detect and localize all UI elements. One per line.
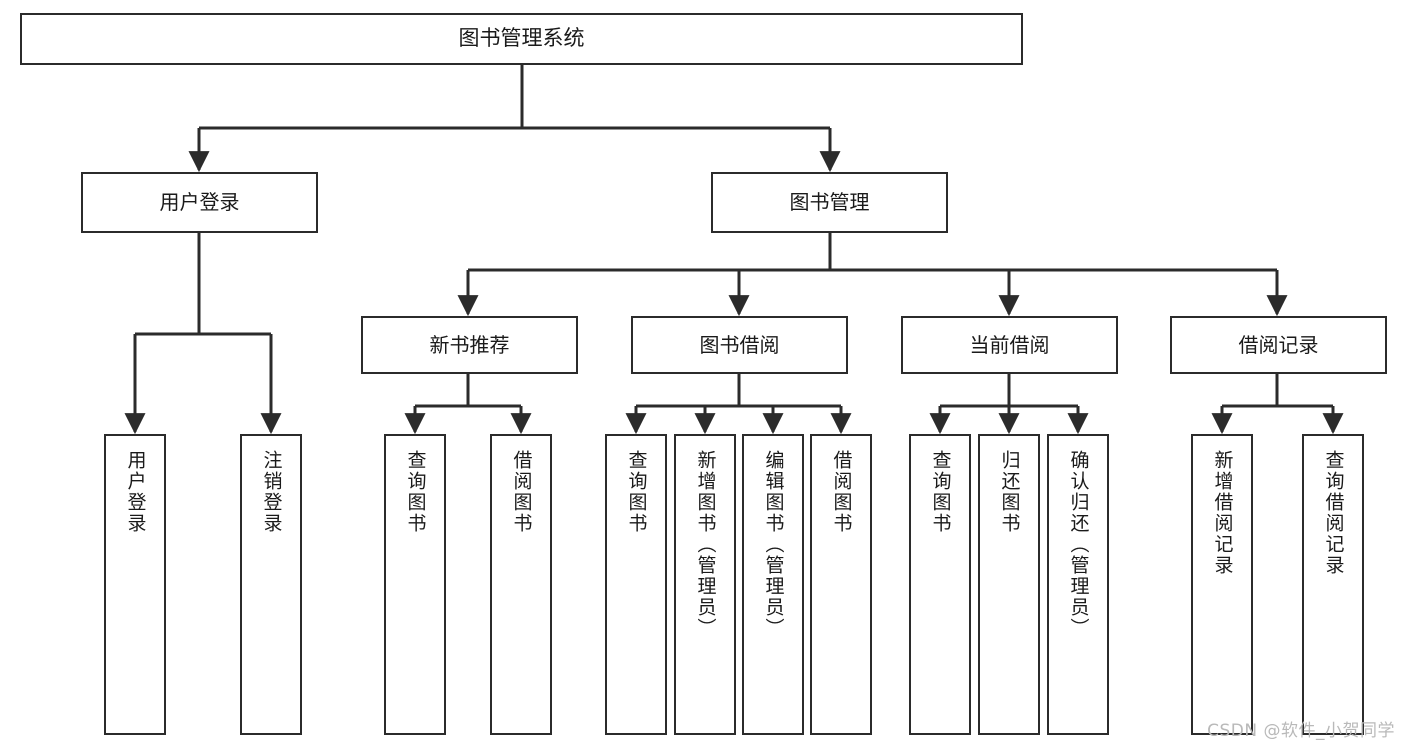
node-new-book-recommend[interactable]: 新书推荐	[361, 316, 578, 374]
node-label: 图书借阅	[699, 332, 780, 357]
node-root-book-management-system[interactable]: 图书管理系统	[20, 13, 1023, 65]
leaf-book-borrow-add-book-admin[interactable]: 新增图书（管理员）	[674, 434, 736, 735]
node-label: 确认归还（管理员）	[1067, 450, 1090, 639]
leaf-borrow-record-add-record[interactable]: 新增借阅记录	[1191, 434, 1253, 735]
leaf-book-borrow-borrow-book[interactable]: 借阅图书	[810, 434, 872, 735]
leaf-new-book-query-book[interactable]: 查询图书	[384, 434, 446, 735]
leaf-user-login-logout[interactable]: 注销登录	[240, 434, 302, 735]
node-label: 图书管理	[789, 190, 870, 215]
leaf-current-borrow-query-book[interactable]: 查询图书	[909, 434, 971, 735]
node-label: 编辑图书（管理员）	[762, 450, 785, 639]
node-label: 新书推荐	[429, 332, 510, 357]
node-label: 借阅记录	[1238, 332, 1319, 357]
node-book-borrow[interactable]: 图书借阅	[631, 316, 848, 374]
node-user-login[interactable]: 用户登录	[81, 172, 318, 233]
node-label: 用户登录	[124, 450, 147, 534]
leaf-borrow-record-query-record[interactable]: 查询借阅记录	[1302, 434, 1364, 735]
leaf-current-borrow-return-book[interactable]: 归还图书	[978, 434, 1040, 735]
node-current-borrow[interactable]: 当前借阅	[901, 316, 1118, 374]
node-label: 查询借阅记录	[1322, 450, 1345, 576]
node-label: 新增图书（管理员）	[694, 450, 717, 639]
leaf-book-borrow-edit-book-admin[interactable]: 编辑图书（管理员）	[742, 434, 804, 735]
node-borrow-record[interactable]: 借阅记录	[1170, 316, 1387, 374]
node-label: 借阅图书	[510, 450, 533, 534]
node-label: 查询图书	[625, 450, 648, 534]
leaf-new-book-borrow-book[interactable]: 借阅图书	[490, 434, 552, 735]
node-label: 归还图书	[998, 450, 1021, 534]
node-label: 用户登录	[159, 190, 240, 215]
node-label: 借阅图书	[830, 450, 853, 534]
csdn-watermark: CSDN @软件_小贺同学	[1207, 721, 1395, 741]
leaf-book-borrow-query-book[interactable]: 查询图书	[605, 434, 667, 735]
node-label: 当前借阅	[969, 332, 1050, 357]
node-label: 注销登录	[260, 450, 283, 534]
leaf-user-login-login[interactable]: 用户登录	[104, 434, 166, 735]
node-label: 图书管理系统	[458, 26, 585, 51]
node-label: 新增借阅记录	[1211, 450, 1234, 576]
node-label: 查询图书	[929, 450, 952, 534]
leaf-current-borrow-confirm-return-admin[interactable]: 确认归还（管理员）	[1047, 434, 1109, 735]
node-book-management[interactable]: 图书管理	[711, 172, 948, 233]
node-label: 查询图书	[404, 450, 427, 534]
